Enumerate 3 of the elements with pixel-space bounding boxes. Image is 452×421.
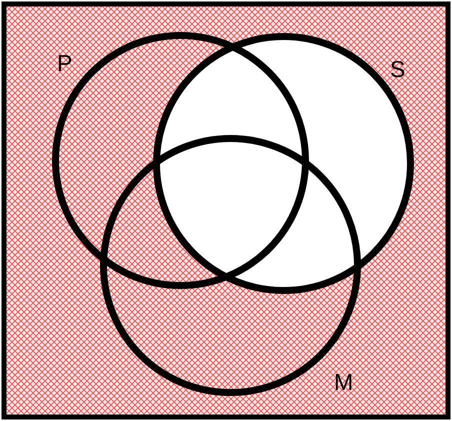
set-circle: [52, 32, 308, 288]
set-circle: [100, 134, 360, 396]
set-circle: [152, 32, 414, 294]
